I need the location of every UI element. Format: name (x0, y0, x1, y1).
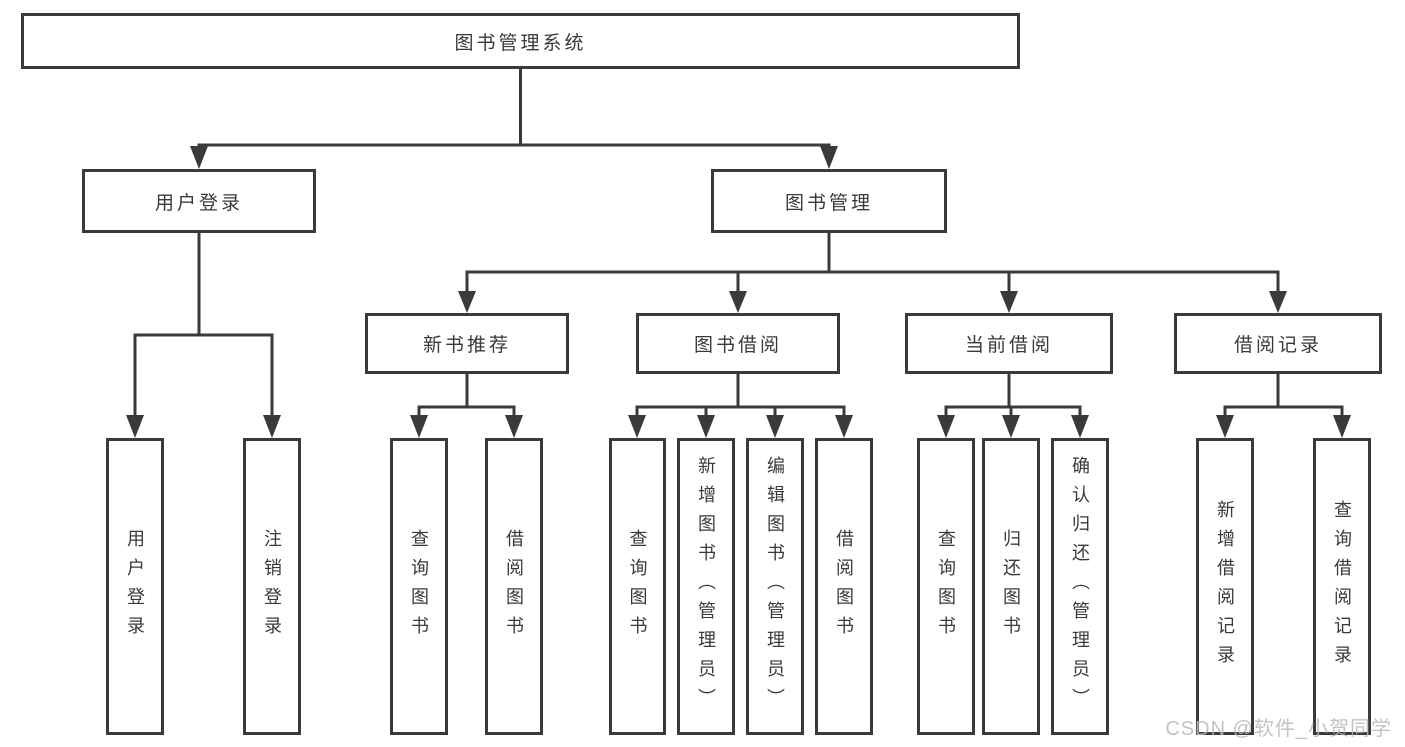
leaf-borrow-books: 借阅图书 (815, 438, 873, 735)
leaf-user-login: 用户登录 (106, 438, 164, 735)
node-user-login: 用户登录 (82, 169, 316, 233)
node-current-borrow: 当前借阅 (905, 313, 1113, 374)
node-label: 图书借阅 (693, 335, 782, 356)
leaf-query-borrow-record: 查询借阅记录 (1313, 438, 1371, 735)
csdn-watermark: CSDN @软件_小贺同学 (1165, 718, 1392, 740)
node-label: 图书管理系统 (454, 32, 587, 54)
node-label: 新增图书（管理员） (696, 456, 716, 717)
node-label: 借阅记录 (1233, 335, 1322, 356)
node-label: 用户登录 (125, 528, 145, 645)
leaf-logout: 注销登录 (243, 438, 301, 735)
node-label: 查询图书 (627, 528, 648, 645)
node-label: 注销登录 (262, 528, 282, 645)
node-label: 确认归还（管理员） (1070, 456, 1090, 717)
node-label: 当前借阅 (964, 335, 1053, 356)
node-label: 借阅图书 (504, 528, 524, 645)
leaf-edit-books-admin: 编辑图书（管理员） (746, 438, 804, 735)
node-label: 查询图书 (936, 528, 956, 645)
leaf-query-books-borrow: 查询图书 (609, 438, 666, 735)
leaf-query-books-current: 查询图书 (917, 438, 975, 735)
node-label: 查询图书 (409, 528, 429, 645)
leaf-query-books-recommend: 查询图书 (390, 438, 448, 735)
leaf-borrow-books-recommend: 借阅图书 (485, 438, 543, 735)
node-label: 新增借阅记录 (1215, 499, 1235, 674)
leaf-add-books-admin: 新增图书（管理员） (677, 438, 735, 735)
node-book-management: 图书管理 (711, 169, 947, 233)
leaf-return-books: 归还图书 (982, 438, 1040, 735)
node-borrow-records: 借阅记录 (1174, 313, 1382, 374)
leaf-confirm-return-admin: 确认归还（管理员） (1051, 438, 1109, 735)
node-label: 查询借阅记录 (1332, 499, 1352, 674)
node-label: 借阅图书 (834, 528, 854, 645)
node-label: 图书管理 (784, 192, 873, 214)
leaf-add-borrow-record: 新增借阅记录 (1196, 438, 1254, 735)
node-book-management-system: 图书管理系统 (21, 13, 1020, 69)
node-label: 用户登录 (154, 192, 243, 214)
node-label: 编辑图书（管理员） (765, 456, 785, 717)
node-new-book-recommend: 新书推荐 (365, 313, 569, 374)
node-label: 归还图书 (1001, 528, 1021, 645)
node-label: 新书推荐 (422, 335, 511, 356)
node-book-borrow: 图书借阅 (636, 313, 840, 374)
